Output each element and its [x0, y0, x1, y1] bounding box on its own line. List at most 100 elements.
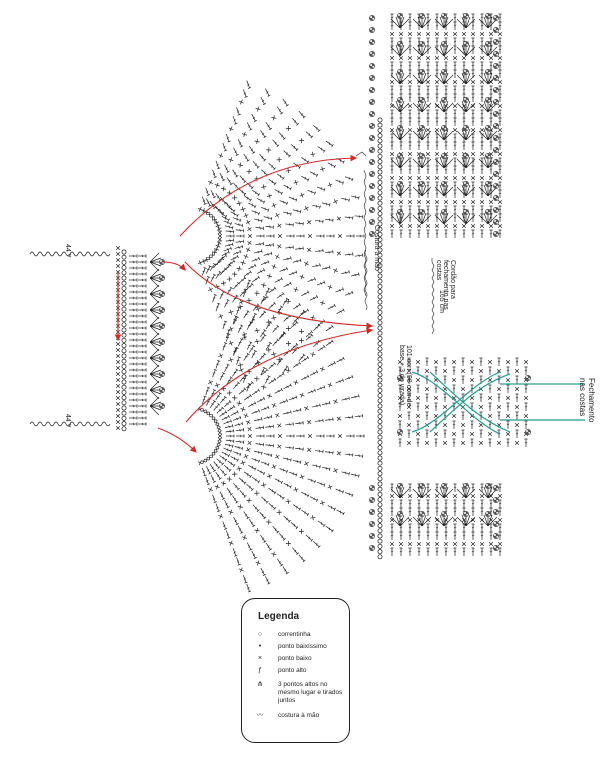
cup-stitch: [271, 202, 277, 209]
lace-stitch: [514, 386, 520, 392]
double-crochet-stitch: [128, 278, 138, 282]
lace-stitch: [523, 359, 529, 365]
cup-stitch: [224, 242, 234, 249]
chain-stitch: [377, 320, 383, 326]
cup-stitch: [250, 408, 261, 416]
band-stitch: [497, 127, 503, 133]
cup-stitch: [214, 182, 221, 188]
band-stitch: [435, 117, 439, 127]
band-stitch: [426, 531, 430, 541]
band-stitch: [417, 85, 421, 95]
lace-stitch: [478, 404, 484, 410]
cup-stitch: [243, 412, 249, 419]
lace-stitch: [479, 429, 483, 439]
cup-stitch: [214, 470, 222, 480]
top-left-chain-label: 44 ꟸ: [64, 244, 71, 258]
band-stitch: [452, 541, 458, 547]
double-crochet-stitch: [137, 302, 147, 306]
lace-stitch: [524, 420, 528, 430]
band-stitch: [416, 199, 422, 205]
band-stitch: [471, 523, 475, 533]
cluster-stitch: [419, 483, 425, 489]
chain-stitch: [121, 358, 127, 364]
cup-stitch: [326, 360, 336, 369]
cup-stitch: [303, 205, 309, 211]
cup-stitch: [236, 465, 243, 472]
chain-stitch: [377, 159, 383, 165]
lace-stitch: [442, 440, 448, 446]
chain-stitch: [121, 395, 127, 401]
cup-stitch: [350, 394, 360, 400]
band-stitch: [389, 79, 395, 85]
double-crochet-stitch: [137, 344, 147, 348]
cup-stitch: [321, 465, 331, 472]
lace-stitch: [406, 440, 412, 446]
double-crochet-stitch: [137, 422, 147, 426]
band-stitch: [453, 37, 457, 47]
cup-stitch: [333, 198, 339, 205]
band-stitch: [407, 517, 413, 523]
band-stitch: [498, 45, 502, 55]
cup-stitch: [204, 465, 212, 475]
cup-stitch: [284, 245, 294, 251]
band-stitch: [417, 499, 421, 509]
chain-stitch: [377, 127, 383, 133]
cup-stitch: [200, 195, 207, 205]
cup-stitch: [295, 434, 305, 438]
band-stitch: [453, 213, 457, 223]
band-stitch: [398, 541, 404, 547]
cup-stitch: [308, 494, 319, 503]
band-stitch: [452, 223, 458, 229]
cup-stitch: [299, 392, 305, 398]
cup-stitch: [211, 416, 218, 423]
band-stitch: [390, 189, 394, 199]
band-stitch: [470, 223, 476, 229]
cup-stitch: [324, 249, 334, 255]
cup-stitch: [259, 566, 267, 577]
cup-stitch: [306, 188, 317, 196]
cup-stitch: [316, 344, 326, 353]
cup-stitch: [214, 502, 221, 513]
lace-stitch: [496, 404, 502, 410]
band-stitch: [434, 541, 440, 547]
band-stitch: [443, 541, 449, 547]
cup-stitch: [300, 290, 310, 298]
cup-stitch: [232, 449, 242, 457]
cluster-stitch: [493, 219, 499, 225]
chain-stitch: [377, 382, 383, 388]
cup-stitch: [218, 352, 224, 359]
band-stitch: [389, 199, 395, 205]
cup-stitch: [324, 417, 334, 423]
cup-stitch: [220, 142, 228, 152]
band-stitch: [399, 61, 403, 71]
cup-stitch: [235, 227, 245, 233]
double-crochet-stitch: [137, 260, 147, 264]
cluster-stitch: [493, 231, 499, 237]
cup-stitch: [250, 208, 261, 216]
cup-stitch: [234, 106, 242, 116]
band-stitch: [497, 31, 503, 37]
cluster-stitch: [493, 15, 499, 21]
cup-stitch: [214, 484, 221, 490]
band-stitch: [497, 55, 503, 61]
cup-stitch: [232, 215, 242, 223]
double-crochet-stitch: [137, 350, 147, 354]
cup-stitch: [325, 434, 335, 438]
cluster-stitch: [463, 97, 469, 103]
cup-stitch: [275, 557, 284, 567]
lace-cord: [429, 373, 511, 433]
direction-arrows: [114, 154, 374, 453]
lace-stitch: [461, 429, 465, 439]
cup-stitch: [277, 531, 287, 541]
double-crochet-stitch: [128, 380, 138, 384]
cup-stitch: [217, 230, 223, 235]
lace-stitch: [488, 384, 492, 394]
cup-stitch: [228, 157, 234, 163]
cluster-stitch: [493, 545, 499, 551]
cup-stitch: [250, 388, 261, 397]
cup-stitch: [271, 338, 280, 348]
chain-stitch: [377, 211, 383, 217]
cup-stitch: [260, 405, 270, 413]
cup-stitch: [267, 361, 277, 371]
lace-stitch: [442, 422, 448, 428]
